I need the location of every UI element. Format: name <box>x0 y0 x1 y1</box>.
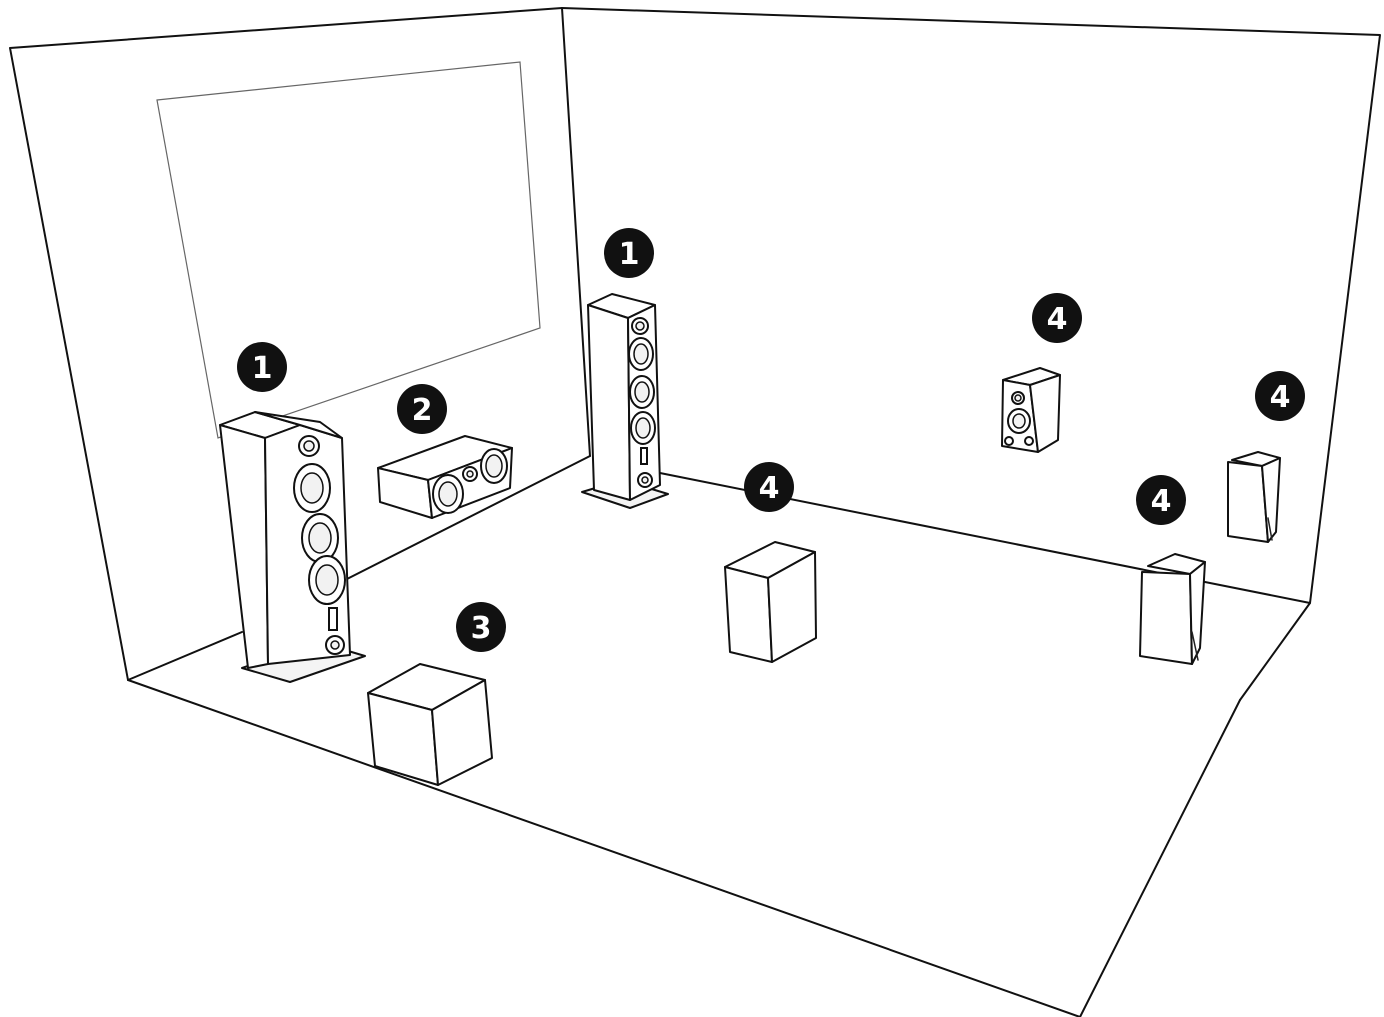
callout-badge-front-left: 1 <box>237 342 287 392</box>
surround-speaker-mid <box>724 541 817 663</box>
callout-badge-surround-back-wall: 4 <box>1032 293 1082 343</box>
svg-text:4: 4 <box>1047 302 1068 337</box>
room-outline <box>9 7 1381 1017</box>
surround-speaker-right-lower <box>1139 553 1206 665</box>
svg-text:4: 4 <box>1151 484 1172 519</box>
callout-badge-surround-mid: 4 <box>744 462 794 512</box>
left-wall <box>9 7 591 681</box>
svg-text:3: 3 <box>471 611 492 646</box>
floor-front-edge <box>1079 699 1241 1017</box>
svg-text:2: 2 <box>412 393 433 428</box>
callout-badge-center: 2 <box>397 384 447 434</box>
svg-text:4: 4 <box>1270 380 1291 415</box>
subwoofer <box>367 663 493 786</box>
callout-badge-subwoofer: 3 <box>456 602 506 652</box>
callout-badge-front-right: 1 <box>604 228 654 278</box>
floor <box>127 679 1081 1017</box>
callout-badge-surround-right-lower: 4 <box>1136 475 1186 525</box>
center-speaker <box>377 435 513 519</box>
projection-screen <box>156 61 541 439</box>
surround-speaker-right-upper <box>1227 451 1281 543</box>
floor-right-edge <box>1239 602 1311 701</box>
svg-text:1: 1 <box>619 237 640 272</box>
callout-badge-surround-right-upper: 4 <box>1255 371 1305 421</box>
svg-text:1: 1 <box>252 351 273 386</box>
back-wall <box>561 7 1381 604</box>
svg-text:4: 4 <box>759 471 780 506</box>
front-left-tower-speaker <box>219 411 366 683</box>
left-wall-baseline-2 <box>344 455 591 581</box>
front-right-tower-speaker <box>581 293 669 509</box>
left-wall-baseline <box>127 631 243 681</box>
surround-speaker-back-wall <box>1001 367 1061 453</box>
